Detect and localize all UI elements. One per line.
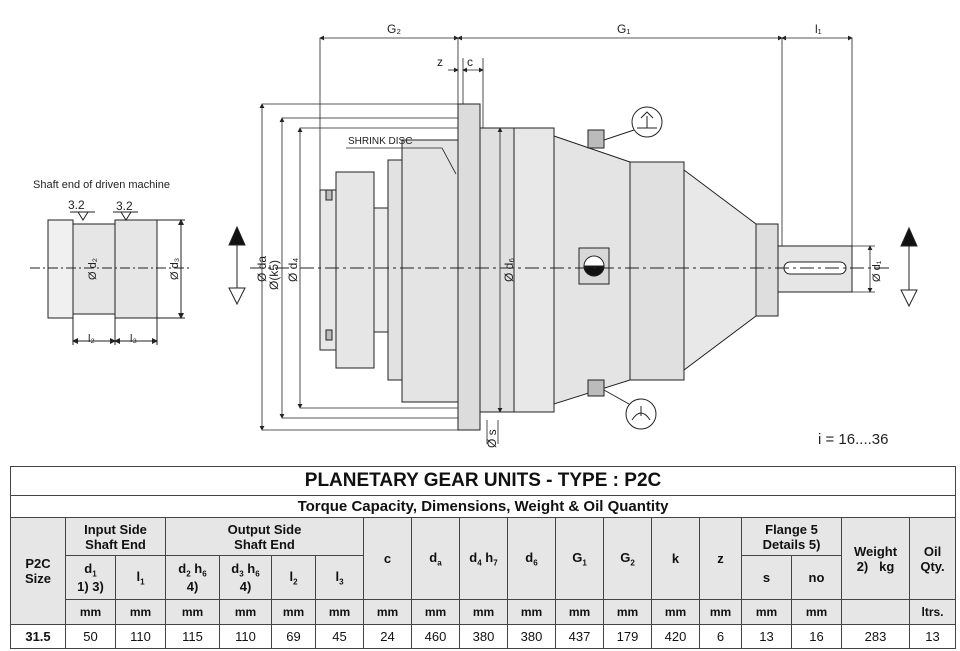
l3-value: 45 bbox=[315, 623, 364, 650]
unit-cell: mm bbox=[699, 598, 742, 625]
dim-d4-label: Ø d₄ bbox=[286, 258, 300, 282]
header-no: no bbox=[791, 554, 842, 600]
header-k: k bbox=[651, 517, 700, 600]
d2-value: 115 bbox=[165, 623, 220, 650]
unit-cell: mm bbox=[741, 598, 792, 625]
header-l3: l3 bbox=[315, 554, 364, 600]
driven-shaft-sketch: Shaft end of driven machine bbox=[30, 179, 190, 345]
l1-value: 110 bbox=[115, 623, 166, 650]
dim-l1-label: l₁ bbox=[815, 22, 822, 36]
technical-drawing: Shaft end of driven machine 3.2 3.2 Ø d₂… bbox=[30, 22, 918, 448]
roughness-2: 3.2 bbox=[116, 199, 133, 213]
dim-s-label: Ø s bbox=[485, 429, 499, 448]
table-row: 31.5 50 110 115 110 69 45 24 460 380 380… bbox=[10, 623, 957, 650]
header-da: da bbox=[411, 517, 460, 600]
table-subtitle: Torque Capacity, Dimensions, Weight & Oi… bbox=[9, 495, 957, 519]
dim-k-label: Ø(k5) bbox=[267, 260, 281, 290]
oil-unit-cell: ltrs. bbox=[908, 598, 957, 625]
unit-cell: mm bbox=[219, 598, 272, 625]
ratio-label: i = 16....36 bbox=[818, 431, 888, 448]
unit-cell: mm bbox=[165, 598, 220, 625]
unit-cell: mm bbox=[791, 598, 842, 625]
header-z: z bbox=[699, 517, 742, 600]
oil-value: 13 bbox=[908, 623, 957, 650]
header-d6: d6 bbox=[507, 517, 556, 600]
header-c: c bbox=[363, 517, 412, 600]
gear-unit bbox=[228, 103, 918, 431]
roughness-1: 3.2 bbox=[68, 198, 85, 212]
unit-cell: mm bbox=[651, 598, 700, 625]
unit-cell: mm bbox=[507, 598, 556, 625]
header-g1: G1 bbox=[555, 517, 604, 600]
header-d4: d4 h7 bbox=[459, 517, 508, 600]
header-g2: G2 bbox=[603, 517, 652, 600]
rotation-arrow-up-right bbox=[900, 226, 918, 247]
unit-cell: mm bbox=[115, 598, 166, 625]
dim-c-label: c bbox=[467, 55, 473, 69]
d3-value: 110 bbox=[219, 623, 272, 650]
rotation-arrow-down-right bbox=[900, 289, 918, 308]
header-l2: l2 bbox=[271, 554, 316, 600]
table-title: PLANETARY GEAR UNITS - TYPE : P2C bbox=[9, 465, 957, 497]
dim-l2-label: l₂ bbox=[88, 333, 95, 345]
unit-cell bbox=[841, 598, 910, 625]
rotation-arrow-up-left bbox=[228, 225, 246, 246]
z-value: 6 bbox=[699, 623, 742, 650]
dim-d3-label: Ø d₃ bbox=[169, 258, 181, 280]
header-l1: l1 bbox=[115, 554, 166, 600]
unit-cell: mm bbox=[315, 598, 364, 625]
weight-value: 283 bbox=[841, 623, 910, 650]
unit-cell: mm bbox=[65, 598, 116, 625]
dim-z-label: z bbox=[437, 55, 443, 69]
da-value: 460 bbox=[411, 623, 460, 650]
size-value: 31.5 bbox=[10, 623, 66, 650]
c-value: 24 bbox=[363, 623, 412, 650]
dimension-lines bbox=[259, 35, 875, 444]
s-value: 13 bbox=[741, 623, 792, 650]
dim-d2-label: Ø d₂ bbox=[87, 258, 99, 280]
unit-cell: mm bbox=[555, 598, 604, 625]
l2-value: 69 bbox=[271, 623, 316, 650]
dim-d6-label: Ø d₆ bbox=[502, 258, 516, 282]
unit-cell: mm bbox=[603, 598, 652, 625]
no-value: 16 bbox=[791, 623, 842, 650]
unit-cell: mm bbox=[363, 598, 412, 625]
g2-value: 179 bbox=[603, 623, 652, 650]
unit-cell: mm bbox=[459, 598, 508, 625]
d4-value: 380 bbox=[459, 623, 508, 650]
d6-value: 380 bbox=[507, 623, 556, 650]
unit-cell: mm bbox=[411, 598, 460, 625]
dim-g1-label: G₁ bbox=[617, 22, 630, 36]
dim-d1-label: Ø d₁ bbox=[871, 260, 883, 282]
header-s: s bbox=[741, 554, 792, 600]
rotation-arrow-down-left bbox=[228, 287, 246, 306]
spec-table: PLANETARY GEAR UNITS - TYPE : P2C Torque… bbox=[9, 465, 957, 650]
unit-cell: mm bbox=[271, 598, 316, 625]
dim-da-label: Ø da bbox=[255, 256, 269, 282]
g1-value: 437 bbox=[555, 623, 604, 650]
driven-shaft-label: Shaft end of driven machine bbox=[33, 179, 170, 191]
d1-value: 50 bbox=[65, 623, 116, 650]
dim-l3-label: l₃ bbox=[130, 333, 137, 345]
shrink-disc-label: SHRINK DISC bbox=[348, 136, 412, 147]
dim-g2-label: G₂ bbox=[387, 22, 401, 36]
k-value: 420 bbox=[651, 623, 700, 650]
